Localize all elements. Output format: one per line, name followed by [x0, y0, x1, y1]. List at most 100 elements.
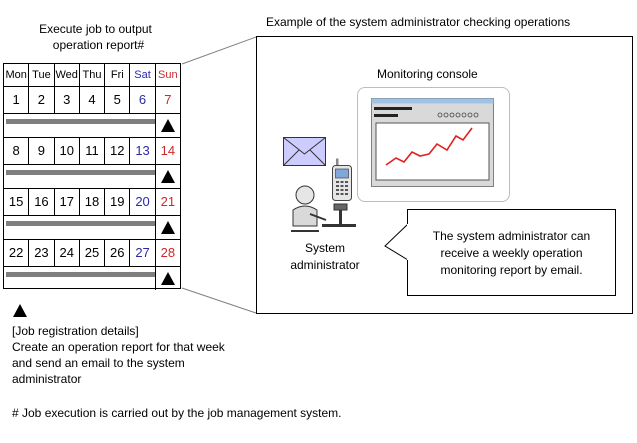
day-cell: 24 [55, 240, 80, 266]
triangle-icon [161, 221, 175, 234]
triangle-icon [161, 272, 175, 285]
day-cell: 10 [55, 138, 80, 164]
console-toolbar-bar [374, 114, 398, 117]
details-line1: Create an operation report for that week [12, 340, 225, 354]
day-cell: 20 [130, 189, 156, 215]
admin-body [292, 205, 318, 227]
job-execution-marker [155, 216, 180, 239]
console-menu-bar [374, 107, 412, 110]
admin-head [295, 185, 315, 205]
job-execution-marker [155, 267, 180, 290]
day-header-thu: Thu [80, 64, 106, 86]
details-line3: administrator [12, 372, 82, 386]
callout-line1: The system administrator can [432, 229, 591, 243]
day-cell: 14 [160, 143, 176, 158]
console-status-dots [437, 112, 479, 118]
day-cell: 15 [4, 189, 30, 215]
day-cell: 19 [105, 189, 131, 215]
calendar-week-3: 15 16 17 18 19 20 21 [4, 189, 180, 240]
desk-top [322, 224, 356, 227]
envelope-body [283, 137, 326, 166]
day-cell: 23 [29, 240, 55, 266]
day-header-fri: Fri [105, 64, 131, 86]
day-cell: 27 [130, 240, 156, 266]
callout-line3: monitoring report by email. [440, 263, 583, 277]
job-registration-details: [Job registration details] Create an ope… [12, 323, 225, 387]
job-execution-marker [155, 165, 180, 188]
computer-monitor [333, 203, 348, 211]
monitor-stand [339, 209, 342, 224]
console-label: Monitoring console [377, 67, 478, 81]
calendar-week-1: 1 2 3 4 5 6 7 [4, 87, 180, 138]
day-header-sun: Sun [158, 69, 178, 81]
day-cell: 13 [130, 138, 156, 164]
calendar-header: Mon Tue Wed Thu Fri Sat Sun [4, 64, 180, 87]
example-title: Example of the system administrator chec… [266, 15, 571, 29]
day-header-tue: Tue [29, 64, 55, 86]
week-period-bar [6, 170, 156, 175]
connector-line-bottom [181, 287, 257, 314]
administrator-label-line1: System [304, 241, 345, 255]
phone-antenna [336, 158, 339, 167]
envelope-flap [283, 137, 326, 155]
calendar-title: Execute job to output operation report# [18, 21, 173, 53]
console-graph-area [375, 122, 490, 181]
day-cell: 2 [29, 87, 55, 113]
email-envelope-icon [283, 137, 326, 166]
day-header-mon: Mon [4, 64, 30, 86]
admin-arm [309, 213, 327, 221]
day-cell: 17 [55, 189, 80, 215]
week-period-bar [6, 119, 156, 124]
day-cell: 25 [80, 240, 106, 266]
day-cell: 16 [29, 189, 55, 215]
triangle-icon [161, 119, 175, 132]
footnote: # Job execution is carried out by the jo… [12, 406, 342, 420]
administrator-figure-icon [291, 185, 356, 232]
job-schedule-calendar: Mon Tue Wed Thu Fri Sat Sun 1 2 3 4 5 6 … [3, 63, 181, 290]
connector-line-top [181, 36, 257, 65]
legend-triangle-icon [13, 304, 27, 317]
day-cell: 21 [160, 194, 176, 209]
calendar-week-4: 22 23 24 25 26 27 28 [4, 240, 180, 290]
monitoring-graph-line [385, 127, 473, 166]
day-header-wed: Wed [55, 64, 80, 86]
day-cell: 6 [130, 87, 156, 113]
email-report-callout: The system administrator can receive a w… [407, 209, 616, 296]
day-cell: 28 [160, 245, 176, 260]
envelope-fold-left [283, 149, 300, 166]
details-line2: and send an email to the system [12, 356, 185, 370]
day-header-sat: Sat [130, 64, 156, 86]
day-cell: 22 [4, 240, 30, 266]
week-period-bar [6, 221, 156, 226]
mobile-phone-icon [332, 158, 352, 201]
calendar-week-2: 8 9 10 11 12 13 14 [4, 138, 180, 189]
administrator-label: System administrator [282, 240, 368, 274]
phone-screen [335, 168, 349, 179]
day-cell: 4 [80, 87, 106, 113]
console-titlebar [371, 98, 494, 104]
envelope-fold-right [309, 149, 326, 166]
day-cell: 18 [80, 189, 106, 215]
callout-pointer-shape [384, 222, 409, 261]
day-cell: 9 [29, 138, 55, 164]
callout-seam [407, 224, 409, 260]
example-panel [256, 36, 633, 314]
calendar-title-line1: Execute job to output [39, 22, 152, 36]
monitoring-console-window [371, 98, 494, 187]
callout-pointer [384, 222, 409, 261]
phone-keypad [336, 181, 348, 195]
triangle-icon [161, 170, 175, 183]
day-cell: 5 [105, 87, 131, 113]
day-cell: 26 [105, 240, 131, 266]
day-cell: 8 [4, 138, 30, 164]
callout-line2: receive a weekly operation [440, 246, 583, 260]
week-period-bar [6, 272, 156, 277]
administrator-label-line2: administrator [290, 258, 360, 272]
day-cell: 11 [80, 138, 106, 164]
details-heading: [Job registration details] [12, 324, 139, 338]
day-cell: 3 [55, 87, 80, 113]
day-cell: 12 [105, 138, 131, 164]
day-cell: 7 [164, 92, 172, 107]
calendar-title-line2: operation report# [52, 38, 145, 52]
